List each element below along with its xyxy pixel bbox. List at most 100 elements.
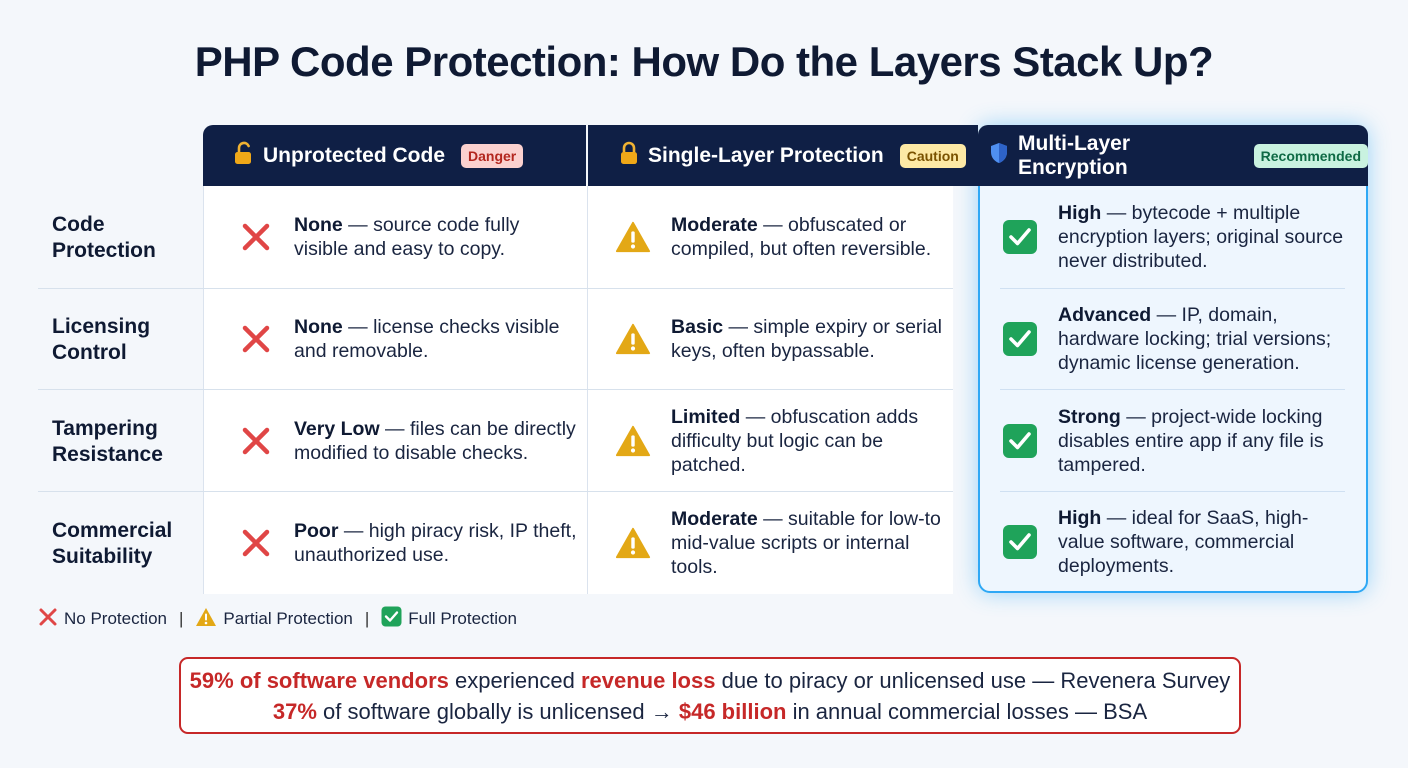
- lock-icon: [618, 141, 640, 170]
- row-label-line: Suitability: [52, 545, 153, 568]
- stat-text: in annual commercial losses — BSA: [786, 698, 1148, 724]
- legend-full-protection: Full Protection: [408, 609, 517, 628]
- x-icon: [238, 219, 274, 255]
- x-icon: [238, 321, 274, 357]
- row-label-line: Licensing: [52, 315, 151, 338]
- cell-single-tampering: Limited — obfuscation adds difficulty bu…: [615, 390, 950, 491]
- row-divider: [1000, 288, 1345, 289]
- legend-separator: |: [364, 609, 370, 628]
- cell-text: High — ideal for SaaS, high-value softwa…: [1058, 506, 1347, 578]
- cell-text: Strong — project-wide locking disables e…: [1058, 405, 1347, 477]
- column-header-single-layer: Single-Layer Protection Caution: [588, 125, 978, 186]
- check-icon: [1002, 423, 1038, 459]
- row-divider: [38, 389, 953, 390]
- cell-desc: — source code fully visible and easy to …: [294, 214, 520, 260]
- cell-level: Moderate: [671, 214, 758, 236]
- cell-desc: — project-wide locking disables entire a…: [1058, 405, 1324, 476]
- row-label-line: Control: [52, 341, 127, 364]
- cell-desc: — license checks visible and removable.: [294, 316, 560, 362]
- cell-multi-licensing: Advanced — IP, domain, hardware locking;…: [1002, 289, 1347, 389]
- cell-desc: — obfuscation adds difficulty but logic …: [671, 405, 919, 476]
- column-divider: [203, 186, 204, 594]
- row-label-line: Protection: [52, 239, 156, 262]
- warning-icon: [615, 423, 651, 459]
- cell-level: Advanced: [1058, 304, 1152, 326]
- legend-separator: |: [179, 609, 184, 628]
- warning-icon: [615, 525, 651, 561]
- row-label-line: Resistance: [52, 443, 163, 466]
- legend-partial-protection: Partial Protection: [223, 609, 353, 628]
- row-label-line: Tampering: [52, 417, 158, 440]
- cell-desc: — IP, domain, hardware locking; trial ve…: [1058, 304, 1332, 374]
- cell-level: Limited: [671, 405, 741, 428]
- cell-level: Strong: [1058, 405, 1121, 428]
- cell-desc: — bytecode + multiple encryption layers;…: [1058, 202, 1344, 272]
- cell-desc: — obfuscated or compiled, but often reve…: [671, 214, 932, 260]
- warning-icon: [615, 321, 651, 357]
- column-title: Single-Layer Protection: [648, 143, 884, 167]
- cell-unprotected-code-protection: None — source code fully visible and eas…: [238, 186, 578, 288]
- cell-desc: — high piracy risk, IP theft, unauthoriz…: [294, 520, 577, 566]
- cell-multi-commercial: High — ideal for SaaS, high-value softwa…: [1002, 492, 1347, 592]
- cell-text: Moderate — suitable for low-to mid-value…: [671, 507, 950, 579]
- stat-highlight: revenue loss: [580, 667, 716, 693]
- cell-text: Poor — high piracy risk, IP theft, unaut…: [294, 519, 578, 567]
- stat-line-1: 59% of software vendors experienced reve…: [190, 665, 1231, 696]
- cell-desc: — suitable for low-to mid-value scripts …: [671, 508, 941, 578]
- x-icon: [238, 423, 274, 459]
- check-icon: [1002, 321, 1038, 357]
- check-icon: [1002, 524, 1038, 560]
- row-divider: [1000, 491, 1345, 492]
- warning-icon: [615, 219, 651, 255]
- cell-level: Moderate: [671, 508, 758, 530]
- row-label-code-protection: Code Protection: [52, 212, 156, 264]
- recommended-badge: Recommended: [1253, 143, 1368, 168]
- row-divider: [1000, 389, 1345, 390]
- stat-highlight: 37%: [272, 698, 317, 724]
- check-icon: [381, 606, 402, 632]
- cell-desc: — ideal for SaaS, high-value software, c…: [1058, 507, 1309, 577]
- cell-desc: — files can be directly modified to disa…: [294, 417, 576, 464]
- stat-highlight: $46 billion: [678, 698, 787, 724]
- cell-text: Very Low — files can be directly modifie…: [294, 417, 578, 465]
- cell-level: High: [1058, 202, 1102, 224]
- cell-desc: — simple expiry or serial keys, often by…: [671, 316, 942, 362]
- shield-icon: [988, 141, 1010, 170]
- column-title: Multi-Layer Encryption: [1018, 131, 1131, 179]
- column-title: Unprotected Code: [263, 143, 446, 167]
- column-divider: [587, 186, 588, 594]
- stat-text: of software globally is unlicensed →: [316, 698, 679, 724]
- column-unprotected-bg: [204, 186, 587, 594]
- stat-text: experienced: [448, 667, 581, 693]
- cell-unprotected-tampering: Very Low — files can be directly modifie…: [238, 390, 578, 491]
- cell-single-commercial: Moderate — suitable for low-to mid-value…: [615, 492, 950, 594]
- row-label-tampering-resistance: Tampering Resistance: [52, 416, 163, 468]
- cell-level: High: [1058, 507, 1102, 529]
- cell-level: None: [294, 214, 343, 236]
- danger-badge: Danger: [461, 143, 524, 168]
- cell-unprotected-commercial: Poor — high piracy risk, IP theft, unaut…: [238, 492, 578, 594]
- row-divider: [38, 491, 953, 492]
- stat-line-2: 37% of software globally is unlicensed →…: [273, 696, 1147, 727]
- cell-multi-tampering: Strong — project-wide locking disables e…: [1002, 390, 1347, 491]
- open-lock-icon: [233, 141, 255, 170]
- row-divider: [38, 288, 953, 289]
- x-icon: [238, 525, 274, 561]
- warning-icon: [195, 607, 217, 632]
- cell-level: None: [294, 316, 343, 338]
- legend-no-protection: No Protection: [64, 609, 167, 628]
- cell-multi-code-protection: High — bytecode + multiple encryption la…: [1002, 186, 1347, 288]
- cell-unprotected-licensing: None — license checks visible and remova…: [238, 289, 578, 389]
- cell-text: High — bytecode + multiple encryption la…: [1058, 201, 1347, 273]
- check-icon: [1002, 219, 1038, 255]
- cell-single-licensing: Basic — simple expiry or serial keys, of…: [615, 289, 950, 389]
- cell-text: None — license checks visible and remova…: [294, 315, 578, 363]
- cell-level: Very Low: [294, 417, 380, 440]
- column-header-multi-layer: Multi-Layer Encryption Recommended: [978, 125, 1368, 186]
- column-header-unprotected: Unprotected Code Danger: [203, 125, 586, 186]
- cell-text: Basic — simple expiry or serial keys, of…: [671, 315, 950, 363]
- cell-text: Moderate — obfuscated or compiled, but o…: [671, 213, 950, 261]
- multi-layer-highlight-panel: [978, 125, 1368, 593]
- cell-text: Advanced — IP, domain, hardware locking;…: [1058, 303, 1347, 375]
- cell-single-code-protection: Moderate — obfuscated or compiled, but o…: [615, 186, 950, 288]
